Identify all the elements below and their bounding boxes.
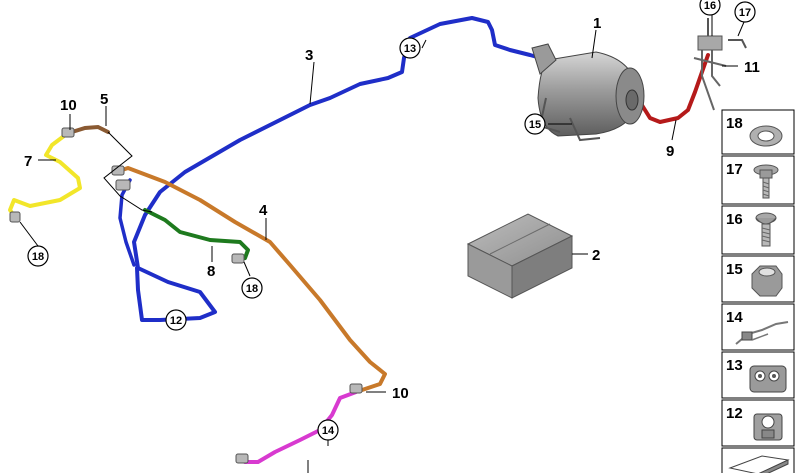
svg-text:12: 12: [726, 405, 743, 422]
circled-callout-12: 12: [165, 309, 187, 331]
panel-cell-15: 15: [721, 255, 795, 303]
hex-nut-icon: [751, 265, 783, 297]
bracket-part-11: [693, 18, 747, 111]
svg-text:17: 17: [739, 7, 751, 19]
circled-callout-18b: 18: [241, 277, 263, 299]
svg-text:18: 18: [246, 283, 258, 295]
panel-cell-12: 12: [721, 399, 795, 447]
circled-callout-14: 14: [317, 419, 339, 441]
svg-text:13: 13: [404, 43, 416, 55]
callout-2: 2: [592, 247, 600, 264]
line-4-pipe: [120, 166, 387, 392]
callout-1: 1: [593, 15, 601, 32]
fitting-10b-icon: [349, 383, 363, 394]
socket-bolt-icon: [755, 212, 777, 247]
svg-text:16: 16: [726, 211, 743, 228]
circled-callout-18a: 18: [27, 245, 49, 267]
svg-text:18: 18: [726, 115, 743, 132]
svg-text:17: 17: [726, 161, 743, 178]
circled-callout-13: 13: [399, 37, 421, 59]
cable-tie-icon: [735, 321, 789, 345]
circled-callout-16: 16: [699, 0, 721, 16]
callout-3: 3: [305, 47, 313, 64]
circled-callouts: 12 13 14 15 16 17 18 18: [27, 0, 756, 441]
svg-text:14: 14: [322, 425, 335, 437]
junction-bracket: [103, 131, 153, 213]
callout-9: 9: [666, 143, 674, 160]
panel-cell-14: 14: [721, 303, 795, 351]
pad-icon: [728, 455, 790, 473]
line-14-pipe: [243, 390, 358, 464]
svg-text:15: 15: [529, 119, 541, 131]
box-part-2: [466, 213, 574, 299]
panel-cell-pad: [721, 447, 795, 473]
tank-part-1: [531, 43, 645, 142]
callout-10a: 10: [60, 97, 77, 114]
panel-cell-18: 18: [721, 109, 795, 155]
callout-10b: 10: [392, 385, 409, 402]
panel-cell-16: 16: [721, 205, 795, 255]
fitting-junction-icon: [115, 179, 131, 191]
fitting-junction-top-icon: [111, 165, 125, 176]
circled-callout-17: 17: [734, 1, 756, 23]
fitting-bottom-icon: [235, 453, 249, 464]
svg-text:15: 15: [726, 261, 743, 278]
line-5-pipe: [70, 124, 110, 134]
svg-text:18: 18: [32, 251, 44, 263]
svg-text:14: 14: [726, 309, 743, 326]
fitting-8-icon: [231, 253, 245, 264]
single-clip-icon: [753, 413, 783, 441]
callout-4: 4: [259, 202, 268, 219]
callout-numbers: 1 2 3 4 5 7 8 9 10 10 11: [24, 15, 760, 402]
panel-cell-17: 17: [721, 155, 795, 205]
line-clip-icon: [749, 365, 787, 393]
fitting-10a-icon: [61, 127, 75, 138]
washer-icon: [749, 125, 783, 147]
fitting-7-icon: [9, 211, 21, 223]
svg-text:13: 13: [726, 357, 743, 374]
svg-text:12: 12: [170, 315, 182, 327]
panel-cell-13: 13: [721, 351, 795, 399]
fitting-icon: [9, 127, 363, 464]
callout-5: 5: [100, 91, 108, 108]
svg-text:16: 16: [704, 0, 716, 12]
parts-panel: 18 17 16: [721, 109, 795, 473]
callout-11: 11: [744, 59, 760, 76]
callout-7: 7: [24, 153, 32, 170]
line-8-pipe: [143, 208, 250, 260]
line-9-pipe: [638, 53, 710, 124]
callout-8: 8: [207, 263, 215, 280]
flange-bolt-icon: [753, 164, 779, 199]
line-7-pipe: [8, 134, 82, 218]
circled-callout-15: 15: [524, 113, 546, 135]
